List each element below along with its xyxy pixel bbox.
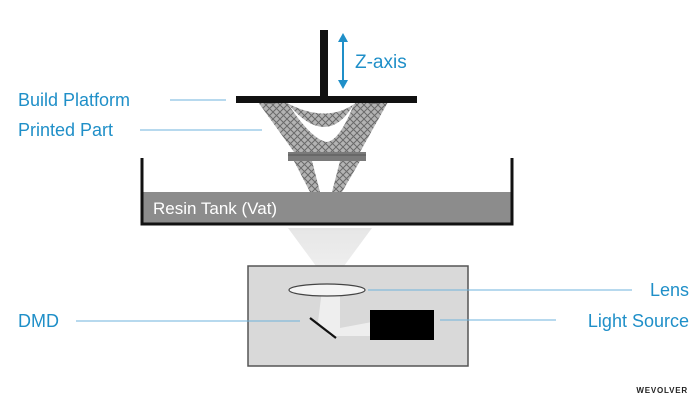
light-source-label: Light Source xyxy=(588,311,689,331)
brand-logo: WEVOLVER xyxy=(636,386,688,395)
projection-beam xyxy=(288,228,372,285)
resin-fill xyxy=(143,192,512,224)
resin-tank-walls xyxy=(140,158,514,226)
internal-light-path xyxy=(318,290,372,336)
printed-part-label: Printed Part xyxy=(18,120,113,140)
z-axis-arrow-icon xyxy=(338,33,348,89)
lens-shape xyxy=(288,283,366,297)
build-platform-label: Build Platform xyxy=(18,90,130,110)
dmd-label: DMD xyxy=(18,311,59,331)
dmd-mirror xyxy=(309,317,337,339)
z-rod xyxy=(320,30,328,100)
projector-housing xyxy=(247,265,469,367)
light-source-block xyxy=(370,310,434,340)
printed-part-shape xyxy=(256,100,388,192)
lens-label: Lens xyxy=(650,280,689,300)
resin-tank-label: Resin Tank (Vat) xyxy=(153,199,277,218)
z-axis-label: Z-axis xyxy=(355,52,407,73)
